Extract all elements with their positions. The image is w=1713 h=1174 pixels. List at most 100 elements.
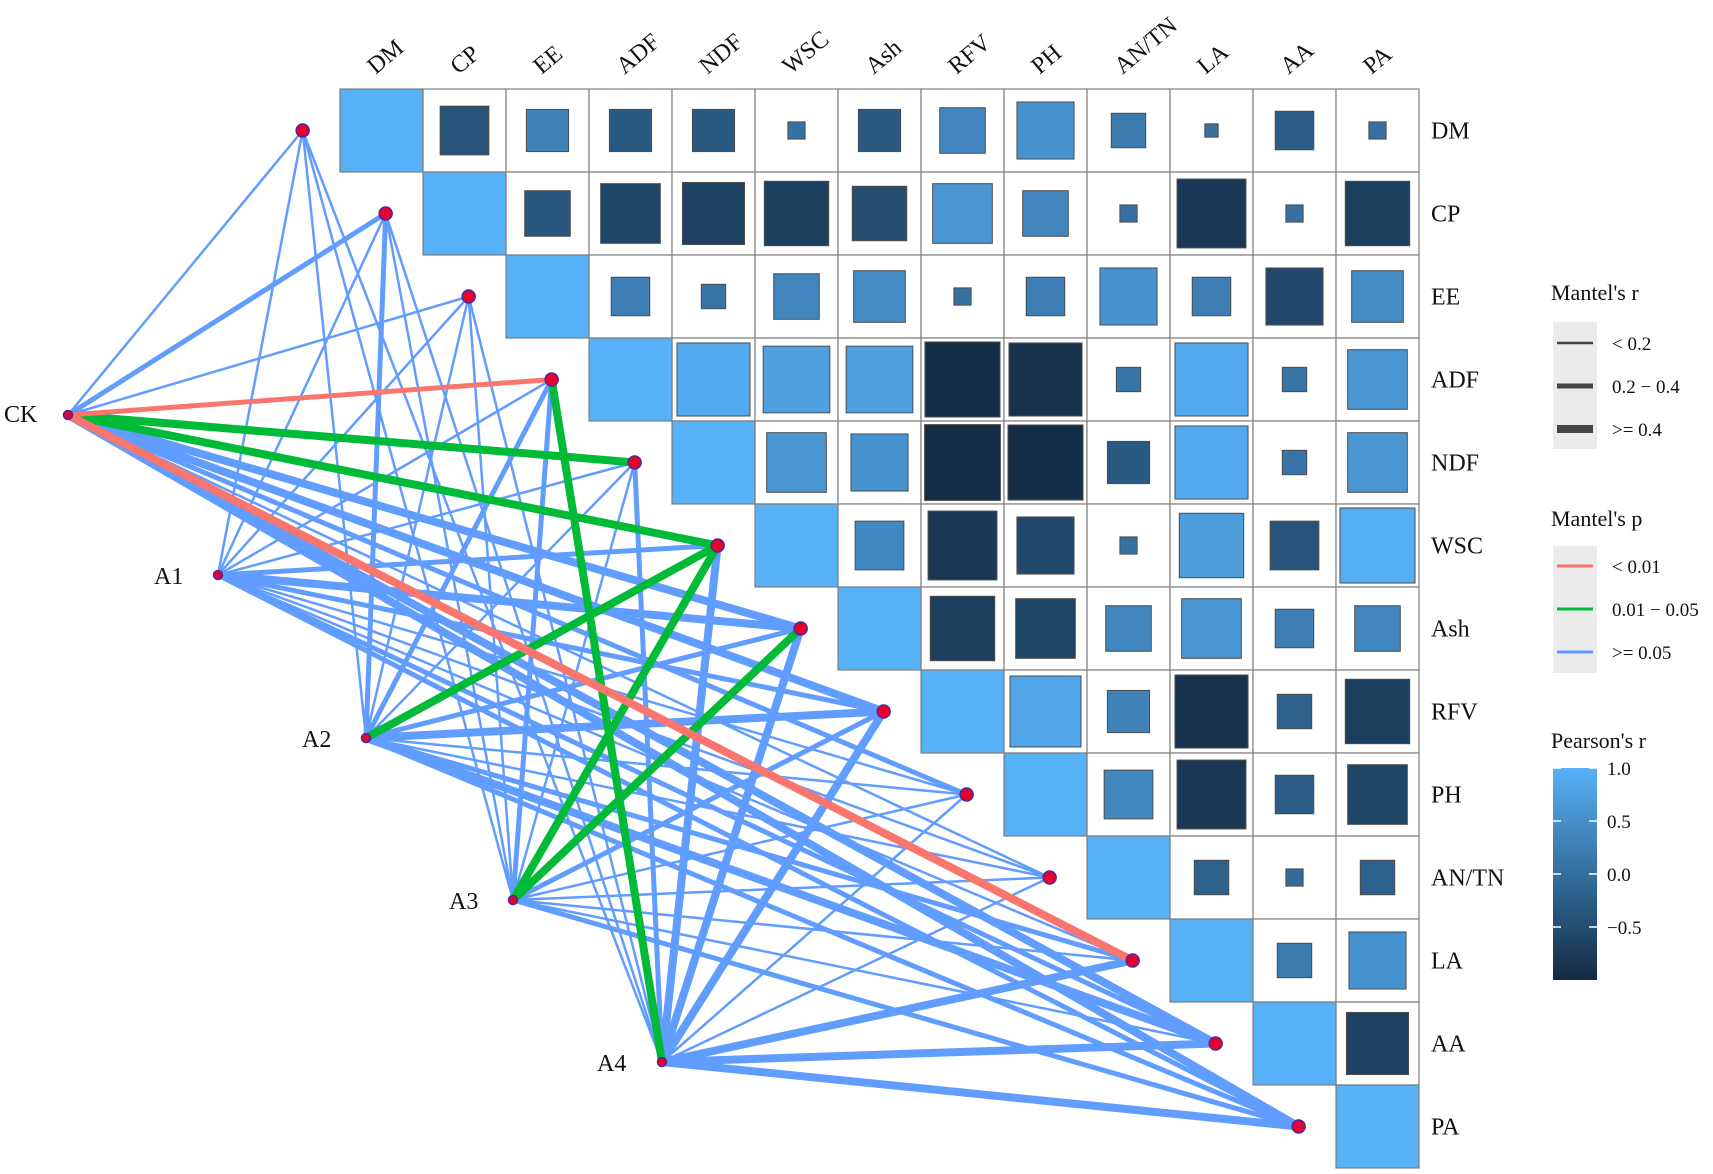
matrix-column-label: LA — [1193, 39, 1235, 80]
matrix-square-DM-EE — [525, 108, 570, 153]
matrix-row-label: DM — [1431, 119, 1470, 145]
matrix-diagonal-PH — [1004, 753, 1087, 836]
matrix-square-DM-WSC — [787, 121, 806, 140]
mantel-link-A2-AA — [362, 734, 1220, 1048]
group-node-CK — [62, 409, 74, 421]
group-node-A3 — [507, 894, 519, 906]
matrix-square-DM-AN/TN — [1110, 112, 1147, 149]
mantel-link-A4-EE — [467, 295, 664, 1064]
matrix-square-PH-PA — [1347, 764, 1408, 825]
mantel-link-A3-NDF — [511, 461, 636, 902]
mantel-link-A4-ADF — [547, 375, 666, 1066]
matrix-square-EE-PH — [1025, 276, 1066, 317]
legend-panel: Mantel's r Mantel's p Pearson's r < 0.20… — [1551, 280, 1699, 980]
matrix-square-AA-PA — [1345, 1011, 1410, 1076]
matrix-column-label: AN/TN — [1110, 13, 1183, 80]
matrix-column-label: PH — [1027, 40, 1067, 80]
matrix-square-CP-AN/TN — [1119, 204, 1138, 223]
legend-pearson-r-tick-label: 1.0 — [1607, 759, 1631, 780]
matrix-diagonal-border-AN/TN — [1086, 835, 1171, 920]
matrix-square-WSC-LA — [1178, 512, 1245, 579]
matrix-diagonal-Ash — [838, 587, 921, 670]
matrix-square-AN/TN-PA — [1359, 859, 1396, 896]
group-label-A3: A3 — [449, 889, 478, 915]
matrix-row-label: EE — [1431, 285, 1460, 311]
matrix-square-WSC-RFV — [927, 510, 998, 581]
variable-node-PH — [959, 787, 974, 802]
mantel-link-A3-PH — [511, 793, 968, 902]
matrix-diagonal-border-RFV — [920, 669, 1005, 754]
matrix-row-label: NDF — [1431, 451, 1479, 477]
matrix-square-Ash-RFV — [929, 595, 996, 662]
matrix-square-CP-LA — [1176, 178, 1247, 249]
matrix-row-label: PH — [1431, 783, 1462, 809]
matrix-row-label: Ash — [1431, 617, 1470, 643]
matrix-square-EE-AA — [1265, 267, 1324, 326]
matrix-square-ADF-WSC — [762, 345, 831, 414]
matrix-square-CP-NDF — [681, 181, 746, 246]
matrix-square-LA-AA — [1276, 942, 1313, 979]
matrix-square-Ash-AA — [1274, 608, 1315, 649]
matrix-column-label: PA — [1359, 41, 1398, 80]
variable-node-DM — [295, 123, 310, 138]
matrix-square-LA-PA — [1348, 931, 1407, 990]
matrix-square-EE-RFV — [953, 287, 972, 306]
mantel-link-A3-CP — [384, 212, 515, 902]
matrix-square-ADF-RFV — [924, 341, 1001, 418]
matrix-row-label: WSC — [1431, 534, 1483, 560]
mantel-link-A3-WSC — [509, 541, 722, 904]
matrix-square-DM-RFV — [939, 107, 986, 154]
matrix-diagonal-AN/TN — [1087, 836, 1170, 919]
variable-node-WSC — [710, 538, 725, 553]
matrix-diagonal-ADF — [589, 338, 672, 421]
mantel-link-A4-PH — [660, 793, 968, 1064]
matrix-square-RFV-LA — [1174, 674, 1249, 749]
mantel-link-A4-PA — [658, 1058, 1303, 1131]
group-node-A2 — [360, 732, 372, 744]
matrix-row-label: CP — [1431, 202, 1460, 228]
matrix-square-PH-AN/TN — [1103, 769, 1154, 820]
variable-node-NDF — [627, 455, 642, 470]
mantel-link-A4-AN/TN — [660, 876, 1051, 1064]
matrix-square-DM-NDF — [691, 108, 736, 153]
matrix-diagonal-border-NDF — [671, 420, 756, 505]
matrix-square-EE-NDF — [700, 283, 727, 310]
matrix-square-DM-PH — [1016, 101, 1075, 160]
legend-pearson-r-tick-label: 0.5 — [1607, 812, 1631, 833]
matrix-square-CP-AA — [1285, 204, 1304, 223]
matrix-square-PH-LA — [1176, 759, 1247, 830]
group-node-A4 — [656, 1056, 668, 1068]
matrix-square-DM-Ash — [857, 108, 902, 153]
matrix-square-WSC-PH — [1016, 516, 1075, 575]
mantel-link-CK-ADF — [65, 377, 555, 418]
matrix-square-ADF-AA — [1281, 366, 1308, 393]
matrix-square-NDF-AA — [1281, 449, 1308, 476]
matrix-square-AN/TN-LA — [1193, 859, 1230, 896]
matrix-row-label: AN/TN — [1431, 866, 1504, 892]
matrix-diagonal-PA — [1336, 1085, 1419, 1168]
group-label-A4: A4 — [597, 1051, 626, 1077]
matrix-square-ADF-Ash — [845, 345, 914, 414]
matrix-square-PH-AA — [1274, 774, 1315, 815]
mantel-link-A4-DM — [301, 129, 664, 1064]
mantel-link-CK-DM — [66, 129, 304, 417]
matrix-square-DM-ADF — [608, 108, 653, 153]
group-node-A1 — [212, 569, 224, 581]
matrix-diagonal-RFV — [921, 670, 1004, 753]
matrix-diagonal-AA — [1253, 1002, 1336, 1085]
matrix-diagonal-WSC — [755, 504, 838, 587]
variable-node-CP — [378, 206, 393, 221]
matrix-square-EE-WSC — [773, 273, 820, 320]
mantel-link-A4-AA — [658, 1039, 1220, 1066]
matrix-square-ADF-NDF — [676, 342, 751, 417]
matrix-diagonal-LA — [1170, 919, 1253, 1002]
mantel-link-A2-AN/TN — [364, 736, 1051, 879]
matrix-square-WSC-AA — [1269, 520, 1320, 571]
matrix-square-WSC-AN/TN — [1119, 536, 1138, 555]
matrix-square-CP-Ash — [851, 185, 908, 242]
matrix-diagonal-border-WSC — [754, 503, 839, 588]
mantel-link-A4-CP — [384, 212, 664, 1064]
